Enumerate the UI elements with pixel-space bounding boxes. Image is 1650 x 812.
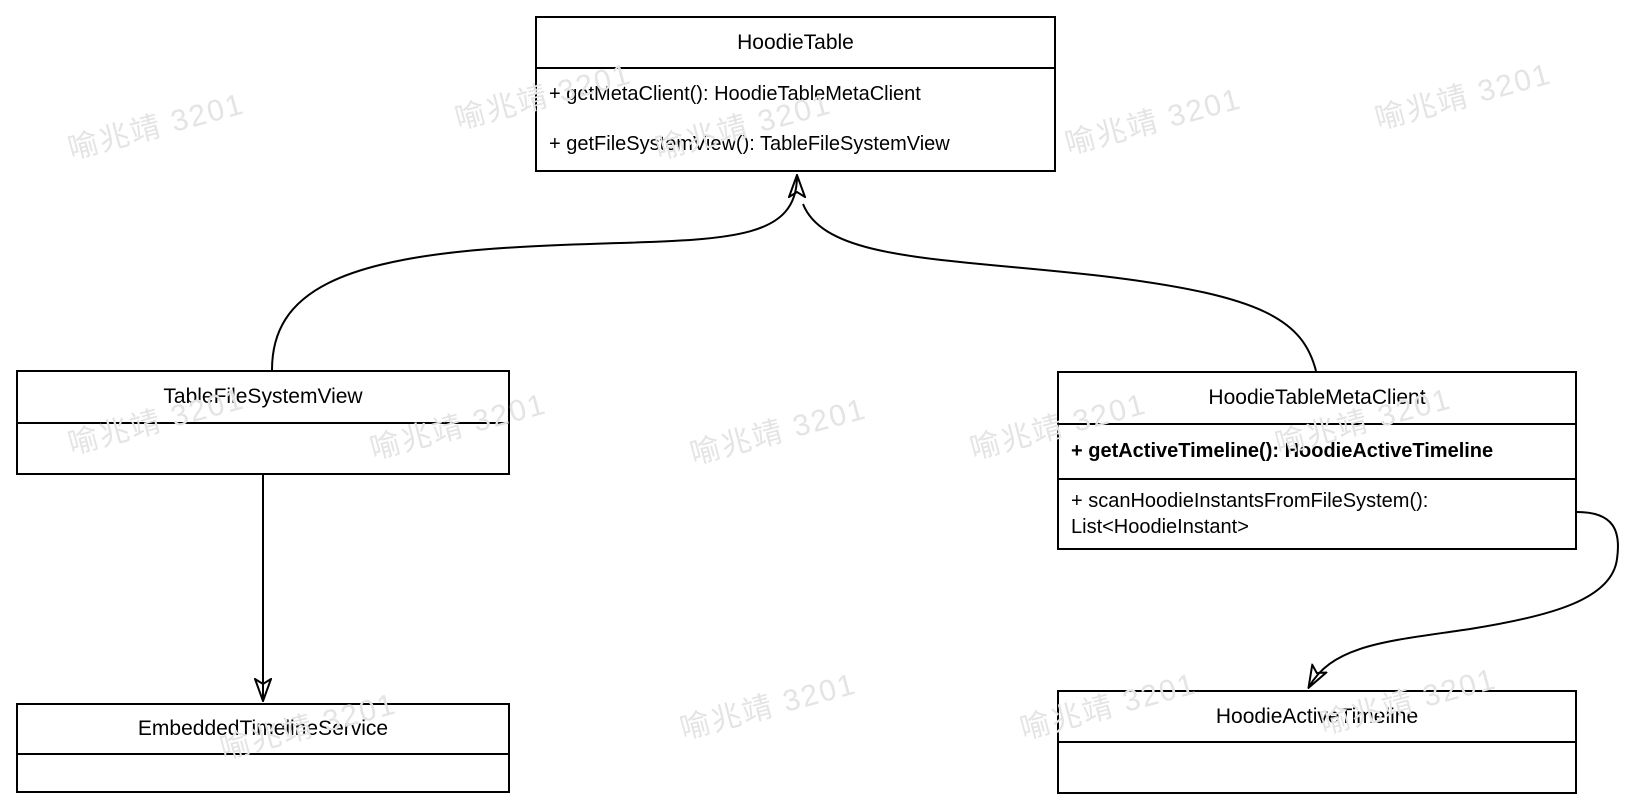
method-getactivetimeline: + getActiveTimeline(): HoodieActiveTimel… — [1059, 423, 1575, 478]
method-getfilesystemview: + getFileSystemView(): TableFileSystemVi… — [549, 133, 950, 156]
edge-hoodietablemetaclient-to-hoodietable[interactable] — [802, 203, 1317, 372]
class-title-hoodietable: HoodieTable — [737, 30, 854, 54]
class-methods-hoodietable: + getMetaClient(): HoodieTableMetaClient… — [537, 67, 1054, 170]
class-box-hoodietable[interactable]: HoodieTable + getMetaClient(): HoodieTab… — [535, 16, 1056, 172]
edge-tablefilesystemview-to-hoodietable[interactable] — [271, 176, 797, 371]
class-box-hoodieactivetimeline[interactable]: HoodieActiveTimeline — [1057, 690, 1577, 794]
method-getmetaclient: + getMetaClient(): HoodieTableMetaClient — [549, 82, 921, 105]
class-box-hoodietablemetaclient[interactable]: HoodieTableMetaClient + getActiveTimelin… — [1057, 371, 1577, 550]
class-empty-compartment — [18, 753, 508, 791]
watermark-text: 喻兆靖 3201 — [1371, 57, 1556, 137]
class-title-tablefilesystemview: TableFileSystemView — [163, 385, 363, 408]
class-empty-compartment — [18, 422, 508, 473]
class-box-tablefilesystemview[interactable]: TableFileSystemView — [16, 370, 510, 475]
watermark-text: 喻兆靖 3201 — [686, 392, 871, 472]
class-title-embeddedtimelineservice: EmbeddedTimelineService — [137, 717, 389, 740]
class-title-hoodietablemetaclient: HoodieTableMetaClient — [1208, 386, 1426, 409]
watermark-text: 喻兆靖 3201 — [676, 667, 861, 747]
watermark-text: 喻兆靖 3201 — [1061, 82, 1246, 162]
class-empty-compartment — [1059, 741, 1575, 792]
method-scanhoodieinstants: + scanHoodieInstantsFromFileSystem(): Li… — [1059, 478, 1575, 548]
watermark-text: 喻兆靖 3201 — [64, 87, 249, 167]
class-title-hoodieactivetimeline: HoodieActiveTimeline — [1215, 704, 1419, 728]
class-box-embeddedtimelineservice[interactable]: EmbeddedTimelineService — [16, 703, 510, 793]
